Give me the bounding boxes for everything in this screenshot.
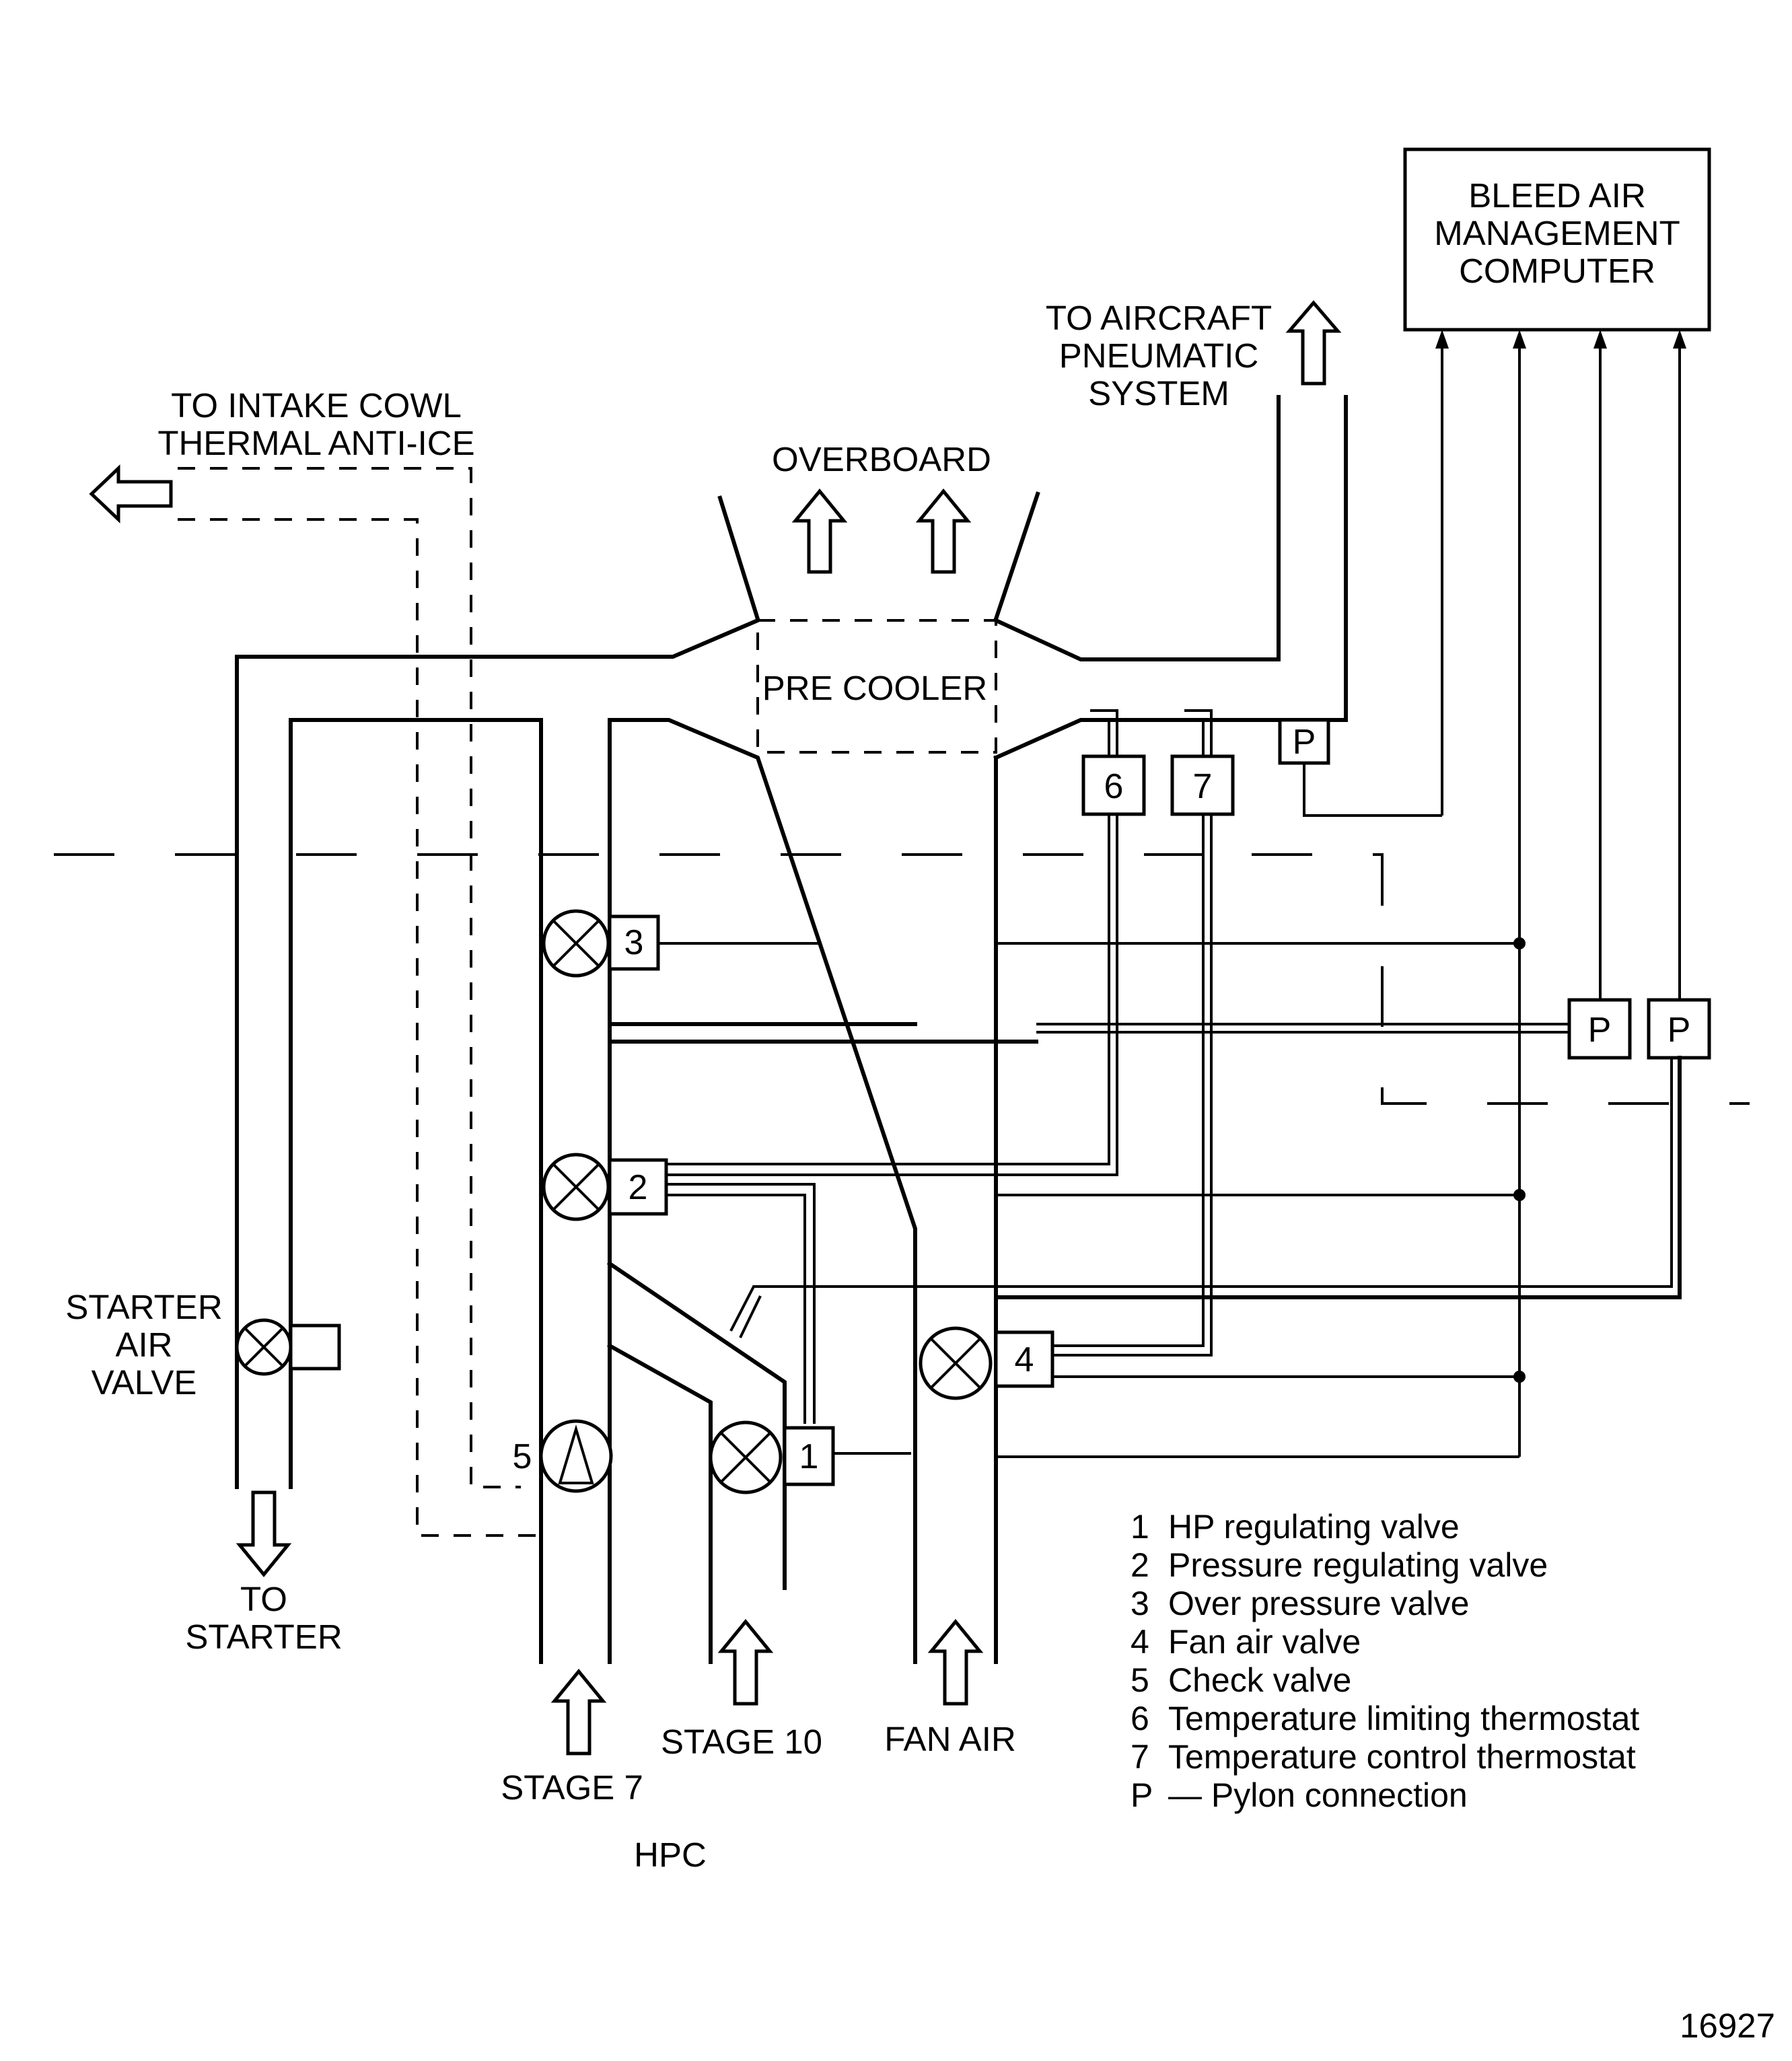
legend-key: 6 [1131, 1700, 1149, 1737]
precooler-label: PRE COOLER [762, 669, 987, 707]
pylon-label-right: P [1668, 1011, 1691, 1050]
thermostats: 6 7 [666, 709, 1235, 1357]
anti-ice-duct [178, 467, 538, 1537]
to-starter-line1: TO [240, 1580, 287, 1618]
engine-centerline [54, 853, 1750, 1105]
legend-item: 1 HP regulating valve [1131, 1508, 1460, 1546]
inlet-arrows [550, 1619, 984, 1756]
arrow-up-icon [550, 1669, 607, 1756]
legend-item: 7 Temperature control thermostat [1131, 1738, 1636, 1776]
pre-cooler: PRE COOLER [756, 619, 997, 754]
legend-text: Check valve [1168, 1661, 1351, 1699]
valve-4-label: 4 [1015, 1340, 1034, 1379]
legend-text: Over pressure valve [1168, 1585, 1469, 1622]
legend-text: Fan air valve [1168, 1623, 1361, 1661]
stage-10-label: STAGE 10 [661, 1723, 822, 1761]
computer-label-line2: MANAGEMENT [1434, 214, 1680, 252]
thermostat-6 [1081, 754, 1146, 816]
pylon-connection-top: P [1278, 718, 1442, 817]
computer-signal-lines [1435, 330, 1686, 1457]
legend-key: P [1131, 1776, 1153, 1814]
pylon-label-mid: P [1588, 1011, 1612, 1050]
overboard: OVERBOARD [717, 440, 1040, 622]
hpc-label: HPC [634, 1836, 707, 1874]
thermostat-7-label: 7 [1193, 767, 1213, 806]
legend-text: Pressure regulating valve [1168, 1546, 1548, 1584]
computer-box [1403, 147, 1711, 332]
arrowhead-icon [1593, 330, 1607, 349]
figure-number: 16927 [1680, 2006, 1775, 2045]
legend-key: 2 [1131, 1546, 1149, 1584]
valve-4-fan-air: 4 [919, 1326, 1526, 1458]
pylon-connections-right: P P [729, 998, 1711, 1338]
arrowhead-icon [1435, 330, 1449, 349]
valve-2-label: 2 [629, 1168, 648, 1207]
fan-air-label: FAN AIR [884, 1720, 1016, 1758]
overboard-label: OVERBOARD [772, 440, 991, 478]
computer-label-line3: COMPUTER [1459, 252, 1655, 290]
legend-key: 1 [1131, 1508, 1149, 1546]
legend-item: 4 Fan air valve [1131, 1623, 1361, 1661]
bleed-air-management-computer: BLEED AIR MANAGEMENT COMPUTER [1403, 147, 1711, 332]
arrow-down-icon [236, 1490, 292, 1577]
legend-item: P — Pylon connection [1131, 1776, 1468, 1814]
intake-cowl-line1: TO INTAKE COWL [171, 386, 462, 425]
arrow-up-icon [791, 489, 848, 574]
arrow-up-icon [1285, 300, 1342, 386]
legend-text: HP regulating valve [1168, 1508, 1460, 1546]
valve-5-check: 5 [513, 1419, 613, 1493]
to-intake-cowl: TO INTAKE COWL THERMAL ANTI-ICE [89, 386, 475, 523]
starter-valve-line3: VALVE [92, 1363, 197, 1402]
legend-item: 6 Temperature limiting thermostat [1131, 1700, 1639, 1737]
aircraft-pneumatic-line2: PNEUMATIC [1059, 336, 1259, 375]
starter-valve-line2: AIR [115, 1326, 172, 1364]
arrowhead-icon [1673, 330, 1686, 349]
valve-2-pressure-regulating: 2 [542, 1153, 1526, 1424]
arrow-left-icon [89, 464, 173, 523]
to-starter: TO STARTER [185, 1490, 343, 1656]
legend-item: 2 Pressure regulating valve [1131, 1546, 1548, 1584]
arrow-up-icon [915, 489, 972, 574]
pylon-label-top: P [1293, 723, 1316, 762]
to-starter-line2: STARTER [185, 1618, 342, 1656]
valve-1-label: 1 [799, 1437, 819, 1476]
aircraft-pneumatic-line3: SYSTEM [1088, 374, 1229, 412]
legend-key: 7 [1131, 1738, 1149, 1776]
legend-text: Temperature control thermostat [1168, 1738, 1636, 1776]
valve-3-over-pressure: 3 [542, 909, 1526, 978]
legend-key: 3 [1131, 1585, 1149, 1622]
valve-1-hp-regulating: 1 [709, 1420, 911, 1494]
legend-key: 4 [1131, 1623, 1149, 1661]
legend-text: Temperature limiting thermostat [1168, 1700, 1639, 1737]
arrow-up-icon [717, 1619, 774, 1706]
valve-3-label: 3 [624, 923, 644, 962]
main-ducting [235, 395, 1348, 1664]
valve-5-label: 5 [513, 1437, 532, 1476]
legend-item: 3 Over pressure valve [1131, 1585, 1469, 1622]
legend-item: 5 Check valve [1131, 1661, 1351, 1699]
thermostat-6-label: 6 [1104, 767, 1124, 806]
legend: 1 HP regulating valve 2 Pressure regulat… [1131, 1508, 1639, 1814]
arrowhead-icon [1513, 330, 1526, 349]
arrow-up-icon [927, 1619, 984, 1706]
legend-text: — Pylon connection [1168, 1776, 1468, 1814]
to-aircraft-pneumatic: TO AIRCRAFT PNEUMATIC SYSTEM [1046, 299, 1342, 412]
stage-7-label: STAGE 7 [501, 1768, 643, 1807]
starter-valve-line1: STARTER [65, 1288, 222, 1326]
aircraft-pneumatic-line1: TO AIRCRAFT [1046, 299, 1272, 337]
starter-air-valve: STARTER AIR VALVE [65, 1288, 341, 1402]
intake-cowl-line2: THERMAL ANTI-ICE [157, 424, 474, 462]
computer-label-line1: BLEED AIR [1468, 176, 1646, 215]
legend-key: 5 [1131, 1661, 1149, 1699]
